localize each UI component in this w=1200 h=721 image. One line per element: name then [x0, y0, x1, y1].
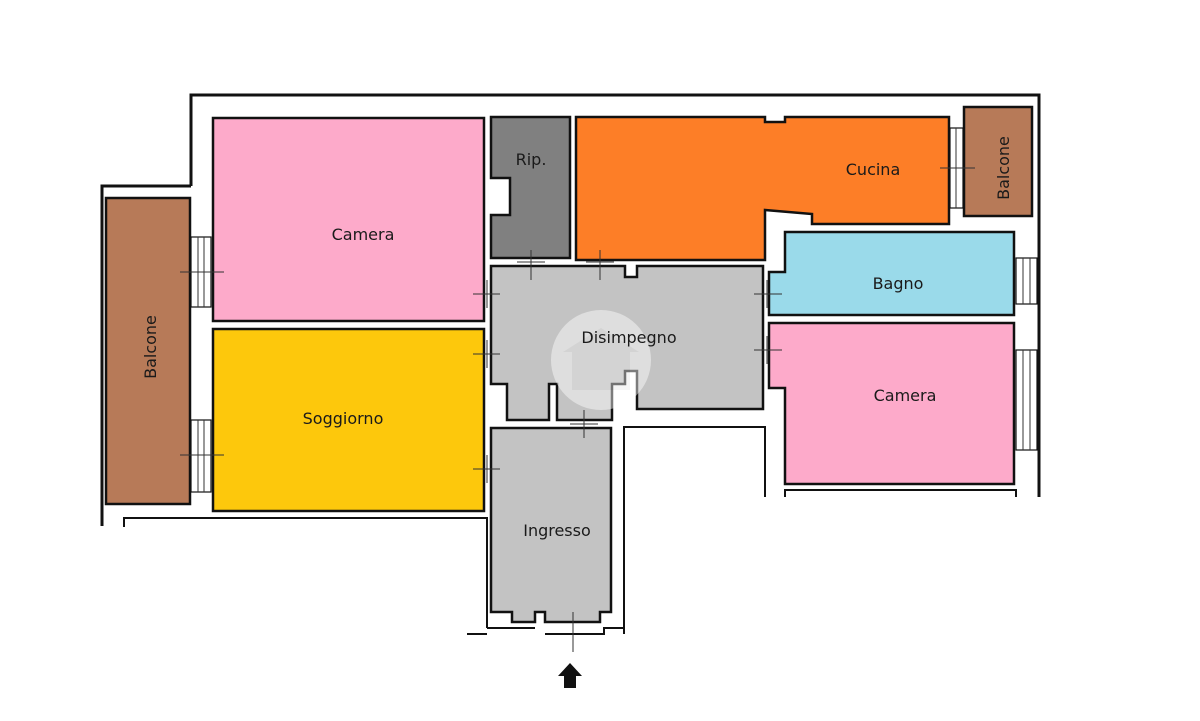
ripostiglio-fill — [489, 115, 572, 260]
label-camera-2: Camera — [874, 386, 937, 405]
camera-2-fill — [767, 321, 1016, 486]
room-disimpegno — [489, 264, 765, 422]
up-arrow-icon — [558, 663, 582, 688]
room-labels: Camera Soggiorno Balcone Rip. Cucina Bal… — [141, 136, 1013, 540]
label-soggiorno: Soggiorno — [303, 409, 384, 428]
label-cucina: Cucina — [846, 160, 901, 179]
balcone-right-fill — [962, 105, 1034, 218]
room-camera-2 — [767, 321, 1016, 486]
room-camera-1 — [211, 116, 486, 323]
logo-watermark-icon — [551, 310, 651, 410]
balcone-left-fill — [104, 196, 192, 506]
room-soggiorno — [211, 327, 486, 513]
label-balcone-left: Balcone — [141, 315, 160, 379]
window-soggiorno — [190, 419, 212, 493]
label-bagno: Bagno — [873, 274, 924, 293]
label-balcone-right: Balcone — [994, 136, 1013, 200]
label-camera-1: Camera — [332, 225, 395, 244]
room-bagno — [767, 230, 1016, 317]
window-camera-2 — [1015, 349, 1038, 451]
disimpegno-fill — [489, 264, 765, 422]
label-ingresso: Ingresso — [523, 521, 591, 540]
room-ingresso — [489, 426, 613, 624]
camera-1-fill — [211, 116, 486, 323]
entrance-walls — [487, 627, 624, 635]
outer-walls — [100, 93, 1041, 635]
room-cucina — [574, 115, 951, 262]
label-ripostiglio: Rip. — [516, 150, 547, 169]
window-bagno — [1015, 257, 1038, 305]
room-balcone-right — [962, 105, 1034, 218]
soggiorno-fill — [211, 327, 486, 513]
room-ripostiglio — [489, 115, 572, 260]
room-balcone-left — [104, 196, 192, 506]
cucina-fill — [574, 115, 951, 262]
door-marks — [180, 167, 975, 652]
ingresso-fill — [489, 426, 613, 624]
bagno-fill — [767, 230, 1016, 317]
label-disimpegno: Disimpegno — [581, 328, 676, 347]
